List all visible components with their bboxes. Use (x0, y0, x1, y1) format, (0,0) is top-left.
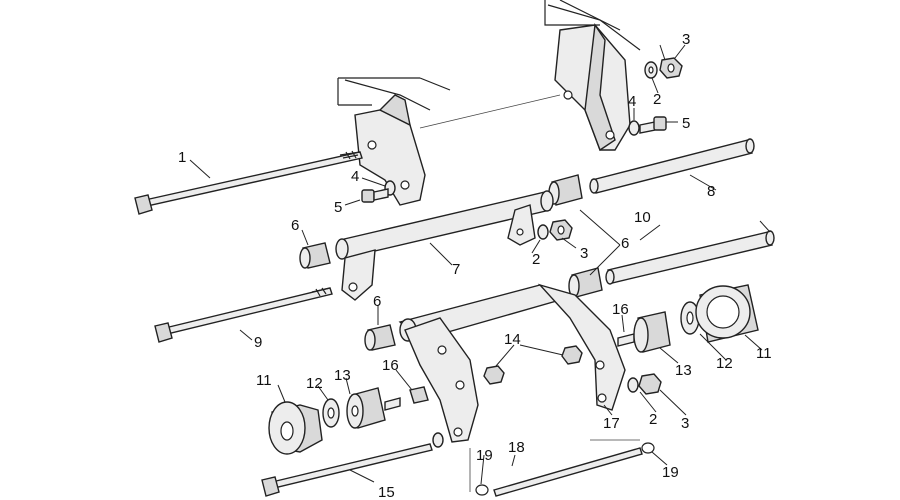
cup-11-left (268, 401, 323, 455)
callout-3-middle: 3 (580, 245, 588, 262)
washer-12-left (322, 398, 340, 428)
clip-19-left (475, 484, 489, 496)
washer-2-lower (627, 377, 639, 393)
callout-2-middle: 2 (532, 251, 540, 268)
rod-18 (493, 447, 643, 497)
leader-lines (189, 44, 771, 485)
callout-9: 9 (254, 334, 262, 351)
callout-11-left: 11 (256, 372, 272, 389)
cup-11-right (695, 284, 759, 343)
callout-6-right: 6 (621, 235, 629, 252)
bushing-6-right (568, 267, 603, 298)
callout-labels: 1 3 2 4 5 4 5 8 6 7 2 3 6 10 9 6 14 16 1… (178, 31, 772, 500)
washer-4-upper (628, 120, 640, 136)
callout-2-lower: 2 (649, 411, 657, 428)
callout-11-right: 11 (756, 345, 772, 362)
rubber-mount-13-left (346, 387, 386, 429)
callout-4-left: 4 (351, 168, 359, 185)
cross-tube-7 (335, 190, 554, 301)
callout-12-right: 12 (716, 355, 733, 372)
nut-3-upper (659, 57, 683, 79)
callout-3-lower: 3 (681, 415, 689, 432)
callout-6-left: 6 (291, 217, 299, 234)
bolt-5-upper (639, 116, 667, 134)
callout-1: 1 (178, 149, 186, 166)
upper-right-bracket (554, 23, 631, 152)
nut-14-lower (483, 365, 505, 385)
tube-10 (605, 230, 775, 285)
clip-19-right (641, 442, 655, 454)
callout-17: 17 (603, 415, 620, 432)
callout-16-right: 16 (612, 301, 629, 318)
callout-13-left: 13 (334, 367, 351, 384)
frame-rail-left (337, 77, 451, 111)
long-bolt-9 (154, 287, 333, 343)
nut-14-upper (561, 345, 583, 365)
callout-16-left: 16 (382, 357, 399, 374)
callout-4-upper: 4 (628, 93, 636, 110)
callout-13-right: 13 (675, 362, 692, 379)
stud-16-right (617, 333, 635, 347)
callout-3-upper: 3 (682, 31, 690, 48)
callout-12-left: 12 (306, 375, 323, 392)
callout-15: 15 (378, 484, 395, 500)
callout-10: 10 (634, 209, 651, 226)
callout-6-lower: 6 (373, 293, 381, 310)
washer-2-upper (644, 61, 658, 79)
callout-2-upper: 2 (653, 91, 661, 108)
callout-19-left: 19 (476, 447, 493, 464)
callout-5-upper: 5 (682, 115, 690, 132)
rubber-mount-13-right (633, 311, 671, 353)
tube-8 (589, 138, 755, 194)
long-bolt-1 (134, 150, 363, 215)
nut-3-lower (638, 373, 662, 395)
callout-14: 14 (504, 331, 521, 348)
long-bolt-15 (261, 432, 444, 497)
bushing-6-lower (364, 324, 396, 351)
callout-7: 7 (452, 261, 460, 278)
bushing-6-upper (548, 174, 583, 206)
bushing-6-left (299, 242, 331, 269)
assembly-guide-lines (469, 439, 640, 492)
frame-rail-right (544, 0, 641, 51)
callout-19-right: 19 (662, 464, 679, 481)
nut-3-middle (549, 219, 573, 241)
stud-16-left (384, 386, 429, 411)
callout-5-left: 5 (334, 199, 342, 216)
bolt-5-left (361, 188, 389, 203)
callout-8: 8 (707, 183, 715, 200)
callout-18: 18 (508, 439, 525, 456)
upper-left-bracket (354, 94, 426, 206)
axis-line-upper (419, 94, 561, 129)
washer-12-right (680, 301, 700, 335)
washer-2-middle (537, 224, 549, 240)
lower-swingarm (398, 283, 626, 443)
